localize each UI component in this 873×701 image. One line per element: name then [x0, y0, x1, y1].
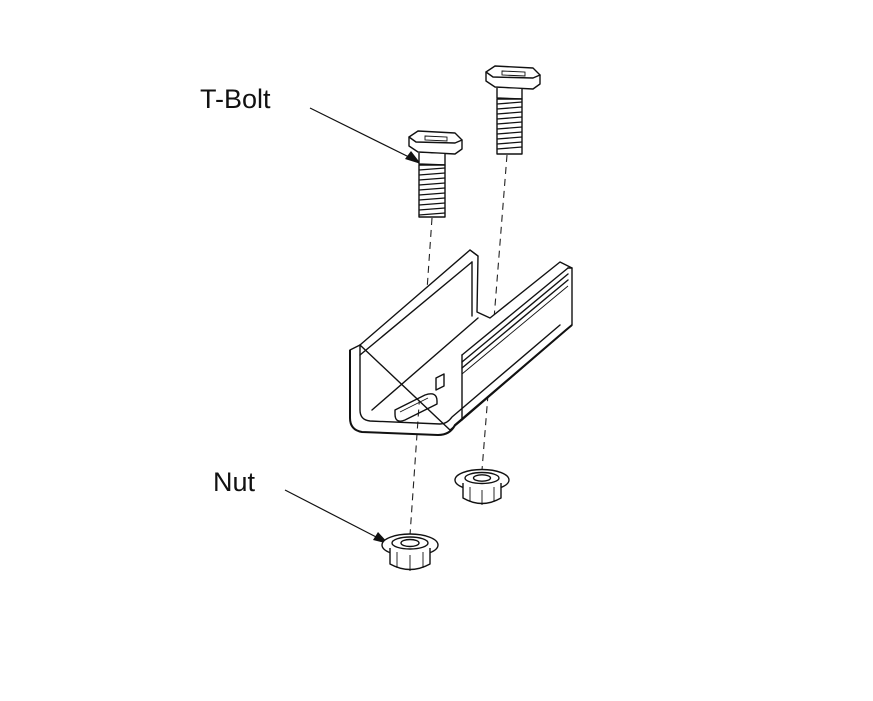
- nut-callout-label: Nut: [213, 467, 256, 497]
- nut-leader-line: [284, 489, 389, 544]
- flange-nut-icon: [381, 533, 439, 571]
- t-bolt-icon: [408, 130, 463, 218]
- t-bolt-icon-rear: [485, 65, 541, 155]
- tbolt-callout-label: T-Bolt: [200, 84, 271, 114]
- tbolt-leader-line: [309, 107, 421, 164]
- strut-channel-icon: [349, 249, 573, 436]
- flange-nut-icon-rear: [454, 468, 510, 505]
